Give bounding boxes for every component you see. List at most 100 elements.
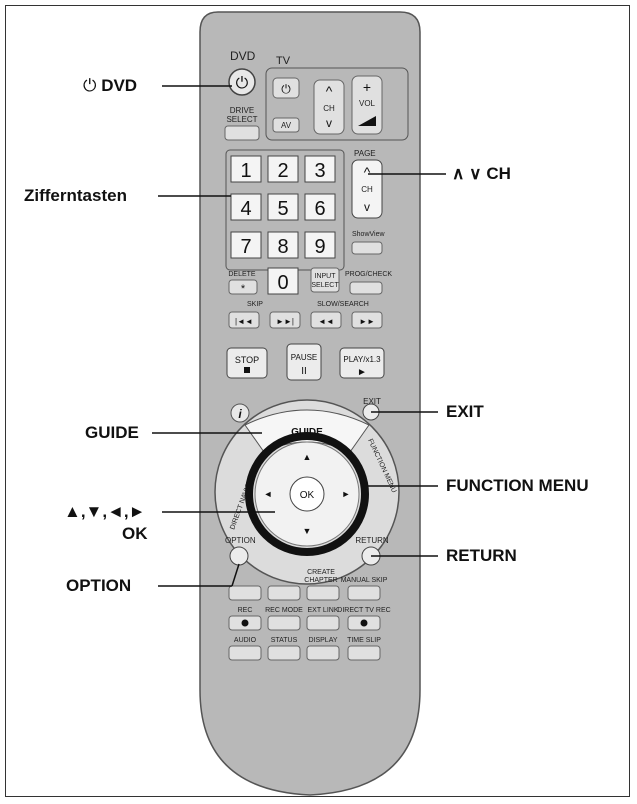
key-1-label: 1 (240, 160, 251, 182)
dvd-power-label: DVD (230, 49, 256, 63)
prog-check-label: PROG/CHECK (345, 271, 392, 278)
prog-check-button[interactable] (349, 281, 383, 295)
delete-label: DELETE (228, 271, 256, 278)
key-0[interactable] (267, 267, 299, 295)
cursor-up-icon: ▲ (303, 452, 312, 462)
direct-tv-rec-dot-icon (360, 619, 368, 627)
stop-button[interactable] (226, 347, 268, 379)
leader-option-drop (231, 563, 240, 587)
key-7-label: 7 (240, 236, 251, 258)
manual-skip-label: MANUAL SKIP (341, 577, 388, 584)
key-5-label: 5 (277, 198, 288, 220)
callout-return: RETURN (446, 546, 517, 565)
tv-ch-label: CH (323, 104, 335, 113)
ext-link-button[interactable] (306, 615, 340, 631)
audio-label: AUDIO (234, 637, 257, 644)
callout-power-dvd: ⏻ DVD (83, 76, 137, 96)
tv-label: TV (276, 55, 291, 67)
power-callout-icon: ⏻ (83, 76, 97, 95)
blank-button-2[interactable] (267, 585, 301, 601)
key-3[interactable] (304, 155, 336, 183)
cursor-down-icon: ▼ (303, 526, 312, 536)
rec-mode-button[interactable] (267, 615, 301, 631)
numeric-keypad: 1 2 3 4 5 6 7 8 9 0 (230, 155, 336, 295)
option-button[interactable] (229, 546, 249, 566)
manual-skip-button[interactable] (347, 585, 381, 601)
status-label: STATUS (271, 637, 298, 644)
ok-button-label: OK (300, 490, 315, 501)
slow-forward-icon: ►► (359, 317, 375, 326)
tv-power-button[interactable] (272, 77, 300, 99)
skip-label: SKIP (247, 301, 263, 308)
slow-back-button[interactable] (310, 311, 342, 329)
tv-ch-down-icon: v (326, 116, 332, 130)
key-1[interactable] (230, 155, 262, 183)
tv-ch-rocker[interactable] (313, 79, 345, 135)
key-4-label: 4 (240, 198, 251, 220)
play-button[interactable] (339, 347, 385, 379)
input-select-button[interactable] (310, 267, 340, 293)
key-2[interactable] (267, 155, 299, 183)
status-button[interactable] (267, 645, 301, 661)
drive-select-button[interactable] (224, 125, 260, 141)
blank-button-1[interactable] (228, 585, 262, 601)
rec-label: REC (238, 607, 253, 614)
stop-icon (244, 367, 250, 373)
power-icon: ⏻ (236, 75, 249, 92)
key-3-label: 3 (314, 160, 325, 182)
pause-button[interactable] (286, 343, 322, 381)
dvd-power-button[interactable] (228, 68, 256, 96)
dvd-ch-down-icon: v (364, 200, 370, 214)
cursor-right-icon: ► (342, 489, 351, 499)
display-button[interactable] (306, 645, 340, 661)
drive-select-label-2: SELECT (226, 115, 257, 124)
audio-button[interactable] (228, 645, 262, 661)
info-button[interactable] (230, 403, 250, 423)
key-8[interactable] (267, 231, 299, 259)
play-label: PLAY/x1.3 (343, 355, 381, 364)
ok-button[interactable] (289, 476, 325, 512)
key-5[interactable] (267, 193, 299, 221)
tv-power-icon: ⏻ (281, 82, 291, 96)
key-6[interactable] (304, 193, 336, 221)
skip-back-button[interactable] (228, 311, 260, 329)
vol-label: VOL (359, 99, 376, 108)
slow-forward-button[interactable] (351, 311, 383, 329)
create-chapter-label: CREATE (307, 569, 335, 576)
vol-ramp-icon (358, 116, 376, 126)
av-label: AV (281, 121, 292, 130)
av-button[interactable] (272, 117, 300, 133)
tv-ch-up-icon: ^ (326, 83, 333, 99)
key-9-label: 9 (314, 236, 325, 258)
callout-dvd-text: DVD (101, 76, 138, 95)
callout-ok: OK (122, 524, 148, 543)
key-6-label: 6 (314, 198, 325, 220)
key-7[interactable] (230, 231, 262, 259)
callout-function-menu: FUNCTION MENU (446, 476, 589, 495)
tv-section-frame (265, 67, 409, 141)
time-slip-label: TIME SLIP (347, 637, 381, 644)
stop-label: STOP (235, 355, 259, 365)
ext-link-label: EXT LINK (308, 607, 339, 614)
pause-icon: II (301, 366, 307, 377)
create-chapter-button[interactable] (306, 585, 340, 601)
dvd-ch-label: CH (361, 185, 373, 194)
nav-ring-black (245, 432, 369, 556)
leader-lines (152, 85, 446, 587)
key-8-label: 8 (277, 236, 288, 258)
callout-arrows: ▲,▼,◄,► (64, 502, 146, 521)
direct-tv-rec-label: DIRECT TV REC (337, 607, 390, 614)
key-4[interactable] (230, 193, 262, 221)
time-slip-button[interactable] (347, 645, 381, 661)
key-9[interactable] (304, 231, 336, 259)
rec-dot-icon (241, 619, 249, 627)
delete-star-icon: * (241, 283, 246, 295)
pause-label: PAUSE (291, 353, 318, 362)
callout-option: OPTION (66, 576, 132, 595)
showview-button[interactable] (351, 241, 383, 255)
delete-button[interactable] (228, 279, 258, 295)
skip-back-icon: |◄◄ (235, 317, 253, 326)
skip-forward-button[interactable] (269, 311, 301, 329)
callout-zifferntasten: Zifferntasten (24, 186, 127, 205)
